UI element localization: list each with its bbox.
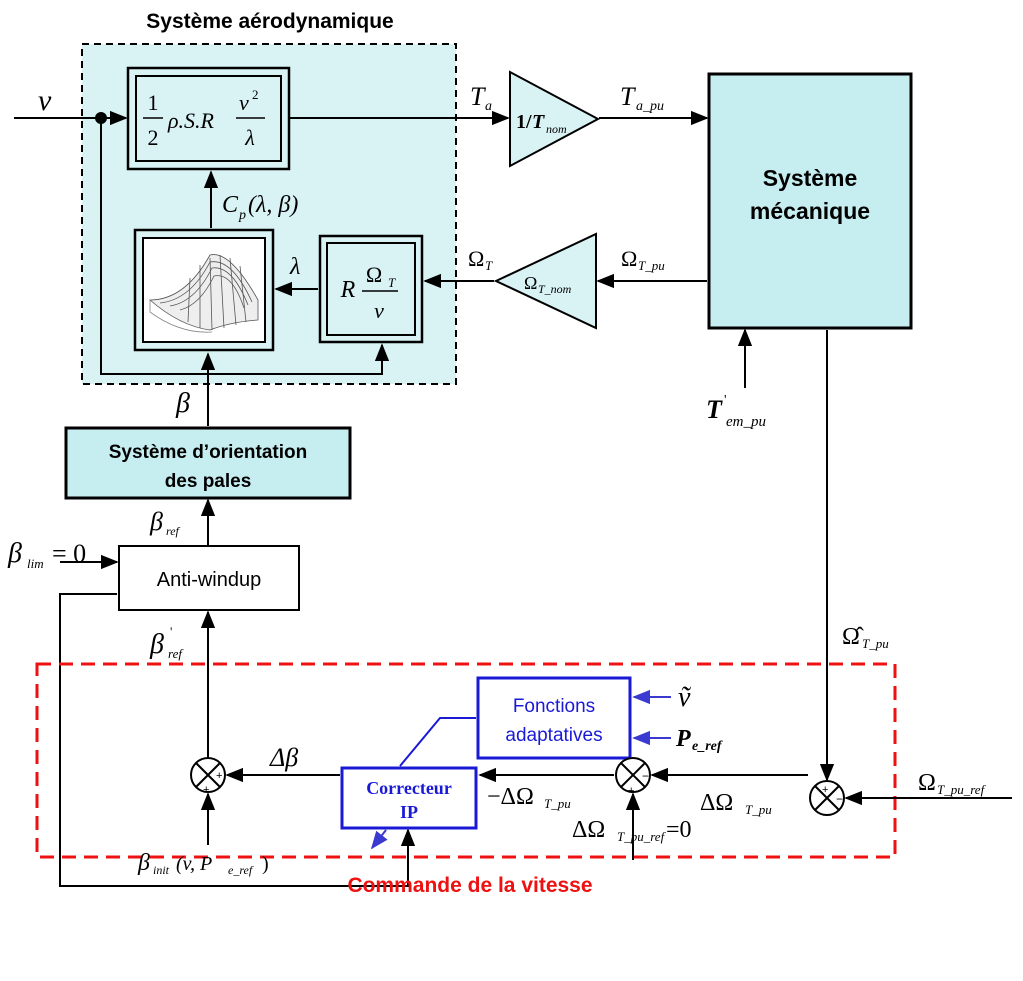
svg-text:IP: IP xyxy=(400,802,418,822)
svg-text:1: 1 xyxy=(148,90,159,115)
svg-text:v: v xyxy=(239,90,249,115)
ta-pu-label: T xyxy=(620,82,636,111)
svg-text:T_nom: T_nom xyxy=(538,282,572,296)
svg-text:Ω: Ω xyxy=(524,273,537,293)
omega-ref-label: Ω xyxy=(918,770,936,796)
beta-ref-label: β xyxy=(149,507,163,536)
pe-ref-label: P xyxy=(675,726,691,752)
ta-pu-sub: a_pu xyxy=(636,99,664,114)
svg-text:Fonctions: Fonctions xyxy=(513,696,595,717)
delta-omega-ref-sub: T_pu_ref xyxy=(617,829,667,844)
svg-text:mécanique: mécanique xyxy=(750,198,870,224)
svg-text:T: T xyxy=(532,111,545,133)
beta-init-args-a: (v, P xyxy=(176,853,212,875)
sum-junction-beta xyxy=(190,757,226,793)
antiwindup-block: Anti-windup xyxy=(118,545,300,611)
svg-text:Ω: Ω xyxy=(366,262,382,287)
beta-ref-prime-sup: ' xyxy=(170,624,172,639)
omega-hat-label: Ω̂ xyxy=(842,624,864,650)
control-title: Commande de la vitesse xyxy=(347,874,592,897)
delta-omega-sub: T_pu xyxy=(745,802,772,817)
svg-text:λ: λ xyxy=(244,125,255,150)
input-v-label: v xyxy=(38,84,52,117)
cp-label: C xyxy=(222,192,239,218)
sum-error-minus: − xyxy=(642,769,649,783)
sum-beta-plus-right: + xyxy=(216,770,222,782)
cp-surface-icon xyxy=(148,254,259,333)
orientation-block: Système d’orientation des pales xyxy=(64,426,352,500)
control-region xyxy=(35,662,897,859)
lambda-label: λ xyxy=(289,254,300,280)
delta-omega-ref-eq: =0 xyxy=(666,817,692,843)
svg-text:T: T xyxy=(388,275,396,290)
beta-init-args-b: ) xyxy=(262,853,269,875)
pe-ref-sub: e_ref xyxy=(692,739,723,754)
beta-ref-prime-sub: ref xyxy=(168,646,184,661)
sum-junction-error xyxy=(615,757,651,793)
mechanical-system-block: Système mécanique xyxy=(707,72,913,330)
svg-text:Correcteur: Correcteur xyxy=(366,778,452,798)
svg-text:v: v xyxy=(374,298,384,323)
sum-speed-plus: + xyxy=(822,784,828,796)
omega-ref-sub: T_pu_ref xyxy=(937,782,987,797)
cp-sub: p xyxy=(238,208,246,223)
beta-label: β xyxy=(175,388,190,419)
cp-args: (λ, β) xyxy=(248,192,298,218)
svg-text:ρ.S.R: ρ.S.R xyxy=(167,108,215,133)
svg-text:nom: nom xyxy=(546,122,567,136)
adaptive-link xyxy=(399,717,476,767)
sum-speed-minus: − xyxy=(836,792,843,806)
cp-surface-block xyxy=(133,228,275,352)
svg-text:des pales: des pales xyxy=(165,471,252,492)
omega-pu-label: Ω xyxy=(621,246,637,271)
tsr-block: R Ω T v xyxy=(318,234,424,344)
omega-t-label: Ω xyxy=(468,246,484,271)
control-wiring xyxy=(200,767,1012,860)
beta-lim-eq: = 0 xyxy=(52,539,86,568)
ta-sub: a xyxy=(485,99,492,114)
omega-pu-sub: T_pu xyxy=(638,258,665,273)
svg-text:2: 2 xyxy=(148,125,159,150)
delta-omega-label: ΔΩ xyxy=(700,790,733,816)
beta-init-args-sub: e_ref xyxy=(228,863,254,877)
sum-junction-speed xyxy=(809,780,845,816)
svg-text:1/: 1/ xyxy=(516,111,532,133)
svg-text:Anti-windup: Anti-windup xyxy=(157,569,262,591)
delta-omega-ref-label: ΔΩ xyxy=(572,817,605,843)
omega-hat-sub: T_pu xyxy=(862,636,889,651)
svg-text:R: R xyxy=(340,277,356,303)
minus-delta-omega-sub: T_pu xyxy=(544,796,571,811)
omega-t-sub: T xyxy=(485,258,493,273)
beta-lim-label: β xyxy=(7,538,22,569)
svg-text:adaptatives: adaptatives xyxy=(505,725,602,746)
svg-text:2: 2 xyxy=(252,87,259,102)
beta-ref-prime-label: β xyxy=(149,629,164,660)
aero-title: Système aérodynamique xyxy=(146,10,393,33)
ta-label: T xyxy=(470,82,486,111)
svg-text:Système: Système xyxy=(763,165,858,191)
beta-init-sub: init xyxy=(153,863,170,877)
tem-sup: ' xyxy=(724,393,727,408)
aero-wiring xyxy=(14,110,835,782)
tem-sub: em_pu xyxy=(726,414,766,430)
pitch-wiring xyxy=(59,352,416,887)
gain-omega-nom: Ω T_nom xyxy=(493,232,597,330)
corrector-adapt-arrow xyxy=(370,829,388,850)
beta-ref-sub: ref xyxy=(166,524,181,538)
v-tilde-label: ṽ xyxy=(678,682,692,713)
tem-label: T xyxy=(706,395,723,424)
svg-text:Système d’orientation: Système d’orientation xyxy=(109,442,308,463)
gain-inv-tnom: 1/ T nom xyxy=(509,70,601,168)
sum-error-plus: + xyxy=(628,785,634,797)
beta-init-label: β xyxy=(137,850,150,876)
torque-formula-block: 1 2 ρ.S.R v 2 λ xyxy=(126,66,291,171)
sum-beta-plus-bottom: + xyxy=(203,784,209,796)
adaptive-functions-block: Fonctions adaptatives xyxy=(476,676,632,760)
corrector-ip-block: Correcteur IP xyxy=(340,766,478,830)
delta-beta-label: Δβ xyxy=(269,743,298,772)
minus-delta-omega-label: −ΔΩ xyxy=(487,784,534,810)
beta-lim-sub: lim xyxy=(27,556,44,571)
